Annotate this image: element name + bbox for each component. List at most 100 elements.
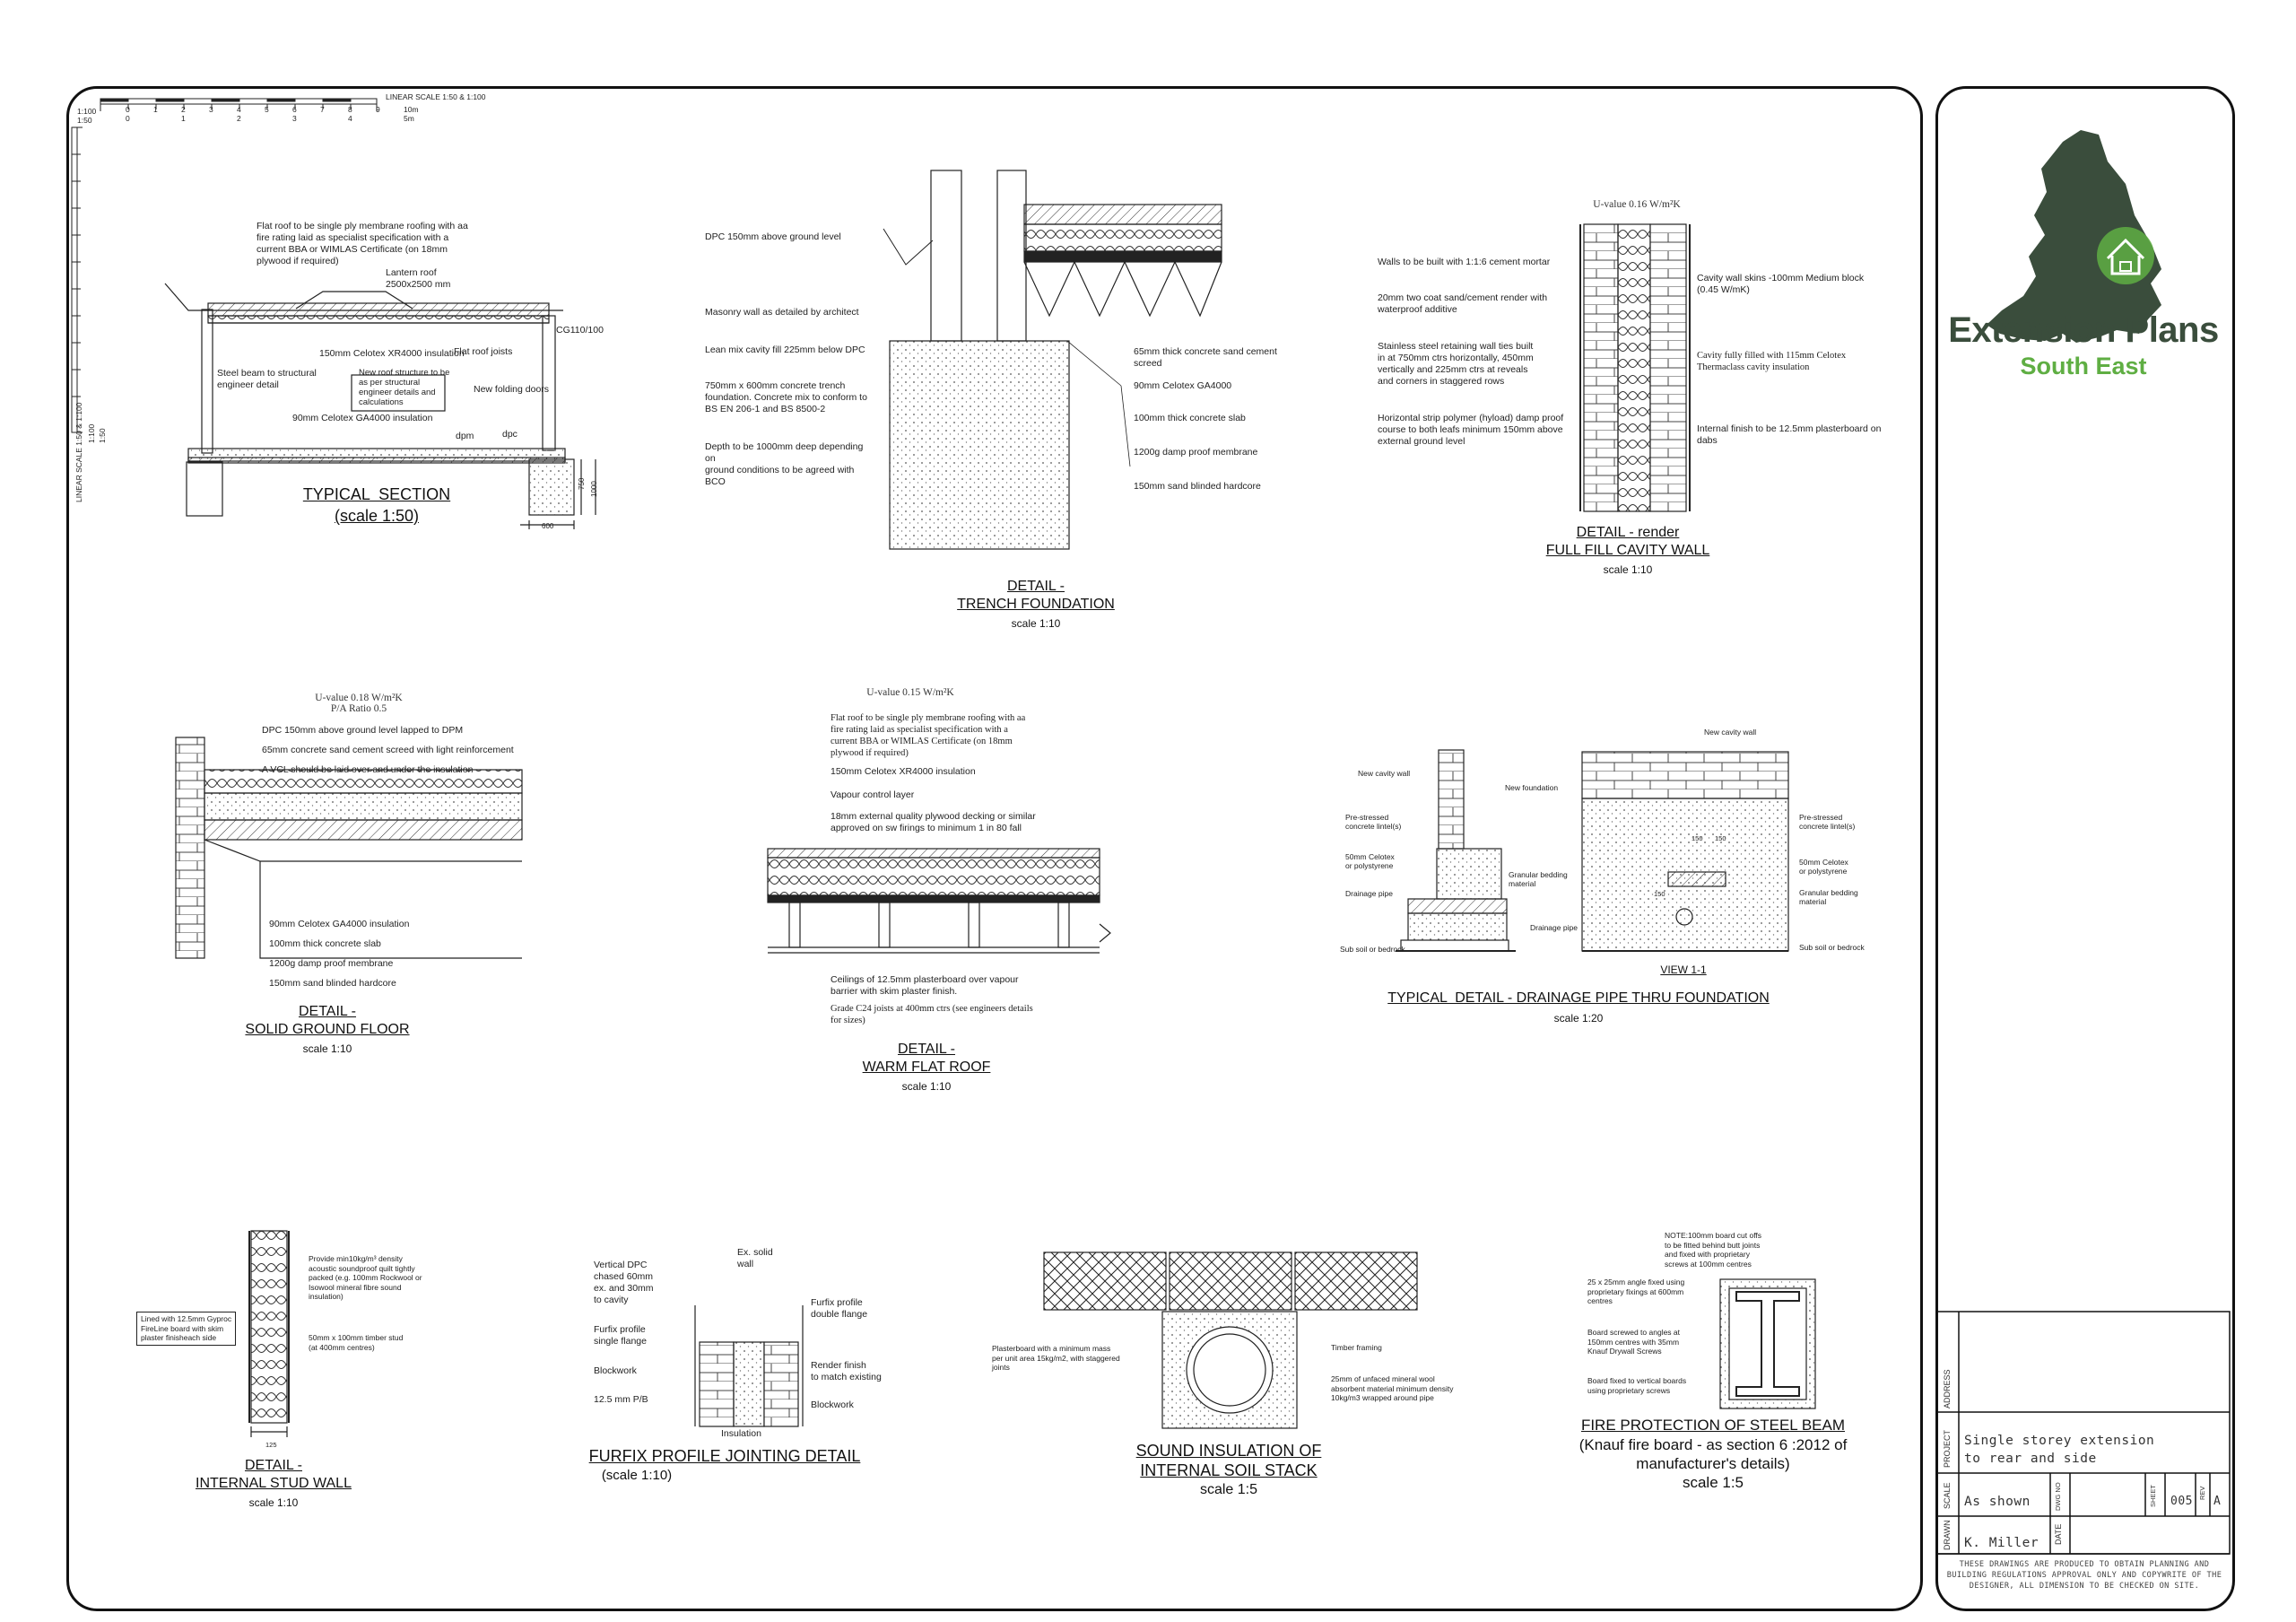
ff-block-right: Blockwork — [811, 1400, 854, 1410]
scale-tick-row2: 4 — [348, 114, 352, 123]
dr-new-foundation: New foundation — [1505, 783, 1559, 792]
fr-celotex-note: 150mm Celotex XR4000 insulation — [831, 766, 976, 777]
dr-lintel-right: Pre-stressed concrete lintel(s) — [1799, 813, 1856, 831]
scale-bar-title: LINEAR SCALE 1:50 & 1:100 — [386, 92, 486, 101]
dr-pipe-left: Drainage pipe — [1345, 889, 1393, 898]
gf-dpm-note: 1200g damp proof membrane — [269, 958, 394, 969]
tb-disclaimer: THESE DRAWINGS ARE PRODUCED TO OBTAIN PL… — [1946, 1560, 2222, 1591]
ff-single-note: Furfix profile single flange — [594, 1324, 647, 1347]
scale-tick-row2: 3 — [292, 114, 297, 123]
ts-floor-ins-note: 90mm Celotex GA4000 insulation — [292, 413, 433, 423]
ff-title: FURFIX PROFILE JOINTING DETAIL — [588, 1447, 861, 1465]
scale-bar-row2-label: 1:50 — [77, 116, 92, 125]
tr-masonry-note: Masonry wall as detailed by architect — [705, 307, 859, 318]
ff-insulation-note: Insulation — [721, 1428, 761, 1439]
sb-title: FIRE PROTECTION OF STEEL BEAM — [1580, 1417, 1846, 1434]
ss-wool-note: 25mm of unfaced mineral wool absorbent m… — [1331, 1374, 1454, 1402]
tb-drawn-value: K. Miller — [1964, 1536, 2039, 1550]
solid-ground-floor-drawing — [175, 737, 523, 959]
fr-vcl-note: Vapour control layer — [831, 789, 915, 800]
scale-tick-row1: 3 — [209, 105, 213, 114]
dr-scale: scale 1:20 — [1553, 1012, 1604, 1025]
scale-tick-row1: 0 — [126, 105, 130, 114]
title-block-grid — [1936, 1311, 2231, 1555]
scale-bar-vertical-row2: 1:50 — [98, 428, 107, 443]
dr-bedding-left: Granular bedding material — [1509, 870, 1568, 888]
fr-scale: scale 1:10 — [901, 1080, 952, 1093]
fr-ceiling-note: Ceilings of 12.5mm plasterboard over vap… — [831, 974, 1019, 997]
sb-subtitle: (Knauf fire board - as section 6 :2012 o… — [1578, 1436, 1848, 1472]
trench-foundation-drawing — [883, 170, 1222, 550]
scale-tick-row1: 9 — [376, 105, 380, 114]
sb-angle-note: 25 x 25mm angle fixed using proprietary … — [1587, 1278, 1685, 1305]
cw-scale: scale 1:10 — [1603, 563, 1653, 576]
ts-dpc-note: dpc — [502, 429, 517, 440]
scale-tick-row1: 4 — [237, 105, 241, 114]
tb-project-label: PROJECT — [1943, 1429, 1952, 1468]
scale-tick-row1: 10m — [404, 105, 419, 114]
tb-sheet-label: SHEET — [2149, 1484, 2157, 1507]
dr-subsoil-right: Sub soil or bedrock — [1799, 943, 1865, 952]
fr-uvalue: U-value 0.15 W/m²K — [866, 687, 954, 698]
tr-scale: scale 1:10 — [1011, 617, 1061, 630]
gf-title: DETAIL - SOLID GROUND FLOOR — [245, 1004, 410, 1037]
ts-new-roof-note: New roof structure to be as per structur… — [359, 368, 450, 407]
ts-celotex-note: 150mm Celotex XR4000 insulation — [319, 348, 465, 359]
tb-dwg-label: DWG NO — [2054, 1482, 2062, 1511]
fr-plywood-note: 18mm external quality plywood decking or… — [831, 811, 1036, 833]
stud-wall-drawing — [248, 1230, 290, 1437]
gf-celotex-note: 90mm Celotex GA4000 insulation — [269, 919, 410, 929]
brand-name: Extension Plans — [1948, 310, 2219, 350]
ts-joists-note: Flat roof joists — [454, 346, 513, 357]
dr-dim-150b: 150 — [1715, 834, 1726, 842]
scale-tick-row2: 1 — [181, 114, 186, 123]
cw-ties-note: Stainless steel retaining wall ties buil… — [1378, 341, 1534, 387]
ff-vdpc-note: Vertical DPC chased 60mm ex. and 30mm to… — [594, 1260, 654, 1305]
tr-depth-note: Depth to be 1000mm deep depending on gro… — [705, 441, 864, 487]
ff-pb-note: 12.5 mm P/B — [594, 1394, 648, 1405]
dr-title: TYPICAL DETAIL - DRAINAGE PIPE THRU FOUN… — [1387, 990, 1770, 1006]
gf-hardcore-note: 150mm sand blinded hardcore — [269, 978, 396, 989]
sw-dim: 125 — [265, 1441, 277, 1449]
dr-lintel-left: Pre-stressed concrete lintel(s) — [1345, 813, 1402, 831]
gf-scale: scale 1:10 — [302, 1042, 352, 1055]
ts-dpm-note: dpm — [456, 431, 474, 441]
fr-title: DETAIL - WARM FLAT ROOF — [862, 1042, 991, 1075]
dr-pipe-mid: Drainage pipe — [1530, 923, 1578, 932]
warm-flat-roof-drawing — [767, 848, 1111, 954]
ss-title: SOUND INSULATION OF INTERNAL SOIL STACK — [1135, 1442, 1322, 1479]
dr-celotex-right: 50mm Celotex or polystyrene — [1799, 858, 1848, 876]
tr-dpm-note: 1200g damp proof membrane — [1134, 447, 1258, 458]
scale-tick-row1: 5 — [265, 105, 269, 114]
brand-region: South East — [2020, 353, 2147, 379]
sb-board2-note: Board fixed to vertical boards using pro… — [1587, 1376, 1687, 1395]
scale-bar-row1-label: 1:100 — [77, 107, 97, 116]
ss-timber-note: Timber framing — [1331, 1343, 1382, 1352]
sw-scale: scale 1:10 — [248, 1496, 299, 1509]
ff-double-note: Furfix profile double flange — [811, 1297, 868, 1320]
tb-scale-value: As shown — [1964, 1495, 2031, 1509]
dr-new-cavity-right: New cavity wall — [1704, 728, 1757, 737]
scale-bar-vertical-title: LINEAR SCALE 1:50 & 1:100 — [74, 402, 83, 502]
tr-screed-note: 65mm thick concrete sand cement screed — [1134, 346, 1277, 369]
ff-block-left: Blockwork — [594, 1365, 637, 1376]
cw-finish-note: Internal finish to be 12.5mm plasterboar… — [1697, 423, 1882, 446]
sb-scale: scale 1:5 — [1682, 1474, 1744, 1491]
cw-dpc-note: Horizontal strip polymer (hyload) damp p… — [1378, 413, 1564, 447]
tb-rev-value: A — [2213, 1495, 2222, 1508]
scale-tick-row2: 5m — [404, 114, 414, 123]
typical-section-drawing — [164, 283, 596, 529]
tr-hardcore-note: 150mm sand blinded hardcore — [1134, 481, 1261, 492]
drainage-detail-drawing — [1396, 749, 1789, 952]
scale-tick-row1: 1 — [153, 105, 158, 114]
ts-folding-note: New folding doors — [474, 384, 550, 395]
cw-mortar-note: Walls to be built with 1:1:6 cement mort… — [1378, 257, 1551, 267]
scale-tick-row2: 2 — [237, 114, 241, 123]
ts-steel-note: Steel beam to structural engineer detail — [217, 368, 317, 390]
tr-dpc-note: DPC 150mm above ground level — [705, 231, 841, 242]
scale-tick-row1: 2 — [181, 105, 186, 114]
fr-joists-note: Grade C24 joists at 400mm ctrs (see engi… — [831, 1004, 1033, 1025]
tb-address-label: ADDRESS — [1943, 1369, 1952, 1408]
dr-view: VIEW 1-1 — [1660, 964, 1707, 976]
